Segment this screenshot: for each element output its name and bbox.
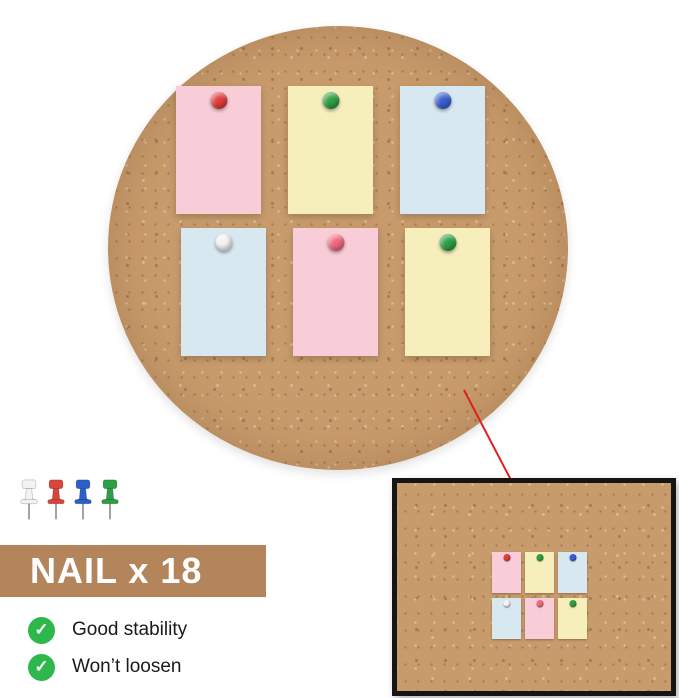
- loose-pins-row: [18, 478, 121, 528]
- mini-sticky-note-blue-4: [492, 598, 521, 639]
- green-pushpin-icon: [536, 554, 543, 561]
- sticky-note-blue-3: [400, 86, 485, 214]
- red-pushpin-icon: [503, 554, 510, 561]
- cork-circle-view: [108, 26, 568, 470]
- mini-sticky-note-blue-3: [558, 552, 587, 593]
- green-pushpin-icon: [322, 92, 339, 109]
- check-icon: ✓: [28, 616, 55, 644]
- green-pushpin-icon: [569, 600, 576, 607]
- check-icon: ✓: [28, 653, 55, 681]
- mini-sticky-note-pink-5: [525, 598, 554, 639]
- feature-label: Won’t loosen: [72, 656, 182, 677]
- sticky-note-yellow-2: [288, 86, 373, 214]
- white-pushpin-icon: [215, 234, 232, 251]
- sticky-note-pink-5: [293, 228, 378, 356]
- feature-label: Good stability: [72, 619, 188, 640]
- mini-cork-board: [392, 478, 676, 696]
- white-pushpin-icon: [20, 479, 38, 520]
- red-pushpin-icon: [47, 479, 65, 520]
- pink-pushpin-icon: [536, 600, 543, 607]
- pink-pushpin-icon: [327, 234, 344, 251]
- green-pushpin-icon: [101, 479, 119, 520]
- sticky-note-yellow-6: [405, 228, 490, 356]
- blue-pushpin-icon: [434, 92, 451, 109]
- mini-board-cork: [397, 483, 671, 691]
- nail-count-banner: NAIL x 18: [0, 545, 266, 597]
- blue-pushpin-icon: [569, 554, 576, 561]
- red-pushpin-icon: [210, 92, 227, 109]
- mini-sticky-note-yellow-2: [525, 552, 554, 593]
- blue-pushpin-icon: [74, 479, 92, 520]
- feature-row-stability: ✓ Good stability: [28, 616, 187, 644]
- mini-sticky-note-yellow-6: [558, 598, 587, 639]
- nail-count-label: NAIL x 18: [30, 550, 203, 591]
- mini-sticky-note-pink-1: [492, 552, 521, 593]
- green-pushpin-icon: [439, 234, 456, 251]
- white-pushpin-icon: [503, 600, 510, 607]
- feature-row-loosen: ✓ Won’t loosen: [28, 653, 182, 681]
- sticky-note-blue-4: [181, 228, 266, 356]
- sticky-note-pink-1: [176, 86, 261, 214]
